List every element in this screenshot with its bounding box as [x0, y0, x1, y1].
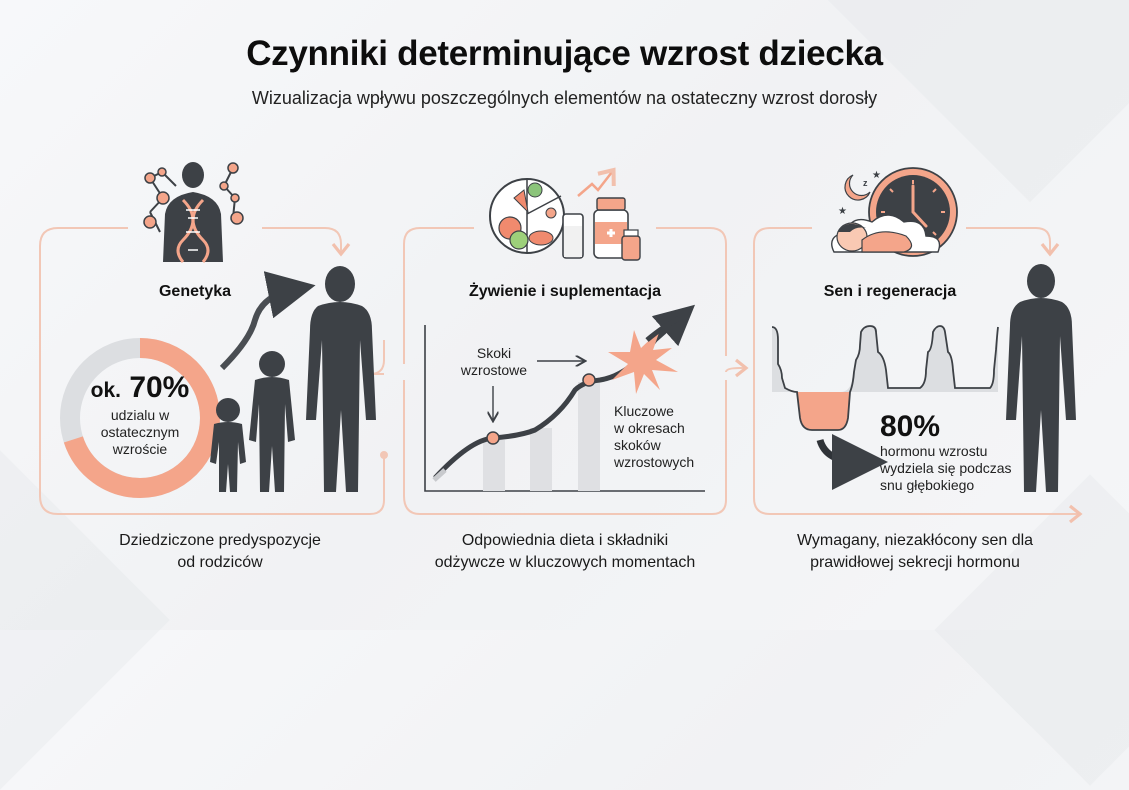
- genetics-donut-chart: [60, 338, 220, 498]
- caption-nutrition: Odpowiednia dieta i składniki odżywcze w…: [405, 530, 725, 574]
- caption-genetics: Dziedziczone predyspozycje od rodziców: [60, 530, 380, 574]
- annotation-key-line1: Kluczowe: [614, 403, 674, 419]
- genetics-stat-prefix: ok.: [90, 379, 121, 402]
- caption-genetics-line1: Dziedziczone predyspozycje: [119, 532, 321, 549]
- annotation-key-line2: w okresach: [614, 420, 685, 436]
- svg-text:z: z: [863, 178, 868, 188]
- growth-spurt-chart: [424, 304, 705, 492]
- genetics-stat: ok. 70% udzialu w ostatecznym wzroście: [80, 372, 200, 458]
- annotation-key-line4: wzrostowych: [614, 454, 695, 470]
- child-silhouette-medium: [249, 351, 295, 492]
- genetics-stat-label-2: ostatecznym: [100, 424, 180, 440]
- caption-nutrition-line1: Odpowiednia dieta i składniki: [461, 532, 669, 549]
- svg-text:★: ★: [872, 170, 881, 181]
- sleep-stat-label-line1: hormonu wzrostu: [880, 443, 988, 459]
- sleep-stat-label: hormonu wzrostu wydziela się podczas snu…: [880, 443, 1030, 494]
- sleeping-baby-clock-icon: z ★ ★: [831, 167, 958, 257]
- caption-sleep-line2: prawidłowej sekrecji hormonu: [810, 554, 1020, 571]
- adult-silhouette: [306, 266, 376, 492]
- genetics-stat-label-3: wzroście: [112, 441, 168, 457]
- annotation-growth-spurts: Skoki wzrostowe: [458, 345, 530, 379]
- caption-sleep: Wymagany, niezakłócony sen dla prawidłow…: [755, 530, 1075, 574]
- dna-human-icon: [143, 162, 244, 263]
- burst-icon: [608, 330, 678, 394]
- genetics-stat-value: 70%: [129, 371, 190, 404]
- page-title: Czynniki determinujące wzrost dziecka: [246, 34, 883, 73]
- sleep-stat-value: 80%: [880, 410, 941, 443]
- caption-nutrition-line2: odżywcze w kluczowych momentach: [434, 554, 696, 571]
- diagram-canvas: z ★ ★: [39, 162, 1083, 524]
- sleep-stat-label-line2: wydziela się podczas: [880, 460, 1012, 476]
- sleep-stat-label-line3: snu głębokiego: [880, 477, 975, 493]
- caption-genetics-line2: od rodziców: [177, 554, 263, 571]
- hormone-arrow-icon: [816, 433, 888, 490]
- growth-arrow-icon: [219, 271, 316, 371]
- child-silhouette-small: [210, 398, 246, 492]
- annotation-key-line3: skoków: [614, 437, 661, 453]
- genetics-stat-label-1: udzialu w: [110, 407, 170, 423]
- annotation-key-periods: Kluczowe w okresach skoków wzrostowych: [614, 403, 724, 471]
- sleep-panel-frame: [753, 227, 1083, 524]
- adult-silhouette-final: [1006, 264, 1076, 492]
- nutrition-panel-frame: [403, 227, 749, 515]
- food-plate-supplements-icon: [489, 167, 641, 261]
- annotation-growth-spurts-line1: Skoki: [476, 345, 512, 361]
- caption-sleep-line1: Wymagany, niezakłócony sen dla: [796, 532, 1034, 549]
- svg-text:★: ★: [838, 206, 847, 217]
- panel-title-nutrition: Żywienie i suplementacja: [468, 283, 662, 300]
- annotation-growth-spurts-line2: wzrostowe: [460, 362, 528, 378]
- panel-title-sleep: Sen i regeneracja: [823, 283, 957, 300]
- page-subtitle: Wizualizacja wpływu poszczególnych eleme…: [251, 88, 878, 108]
- panel-title-genetics: Genetyka: [158, 283, 232, 300]
- sleep-cycle-hypnogram: [771, 325, 999, 431]
